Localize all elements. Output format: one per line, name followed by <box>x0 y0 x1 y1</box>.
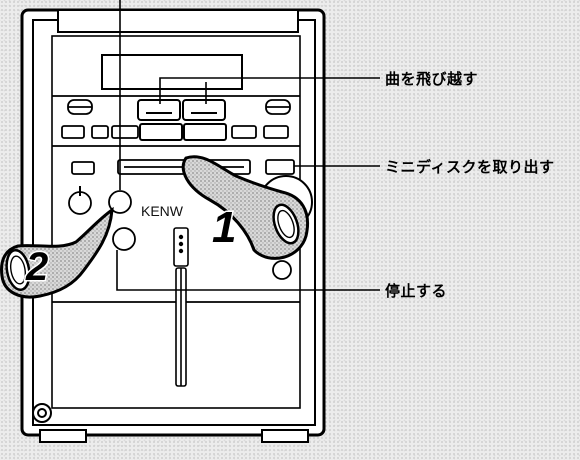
eject-callout: ミニディスクを取り出す <box>385 158 555 176</box>
skip-callout: 曲を飛び越す <box>385 70 479 88</box>
display-window <box>101 54 243 90</box>
leader-lines <box>116 0 380 291</box>
eject-button[interactable] <box>265 159 295 175</box>
skip-buttons[interactable] <box>137 99 227 141</box>
headphone-jack <box>32 403 52 423</box>
stop-callout: 停止する <box>385 282 448 300</box>
brand-label: KENW <box>141 203 184 219</box>
stop-button[interactable] <box>112 227 136 251</box>
skip-back-button[interactable] <box>137 99 181 121</box>
skip-forward-button[interactable] <box>182 99 226 121</box>
control-row-upper <box>52 95 300 147</box>
step-1-number: 1 <box>212 203 236 252</box>
finger-step-2 <box>0 206 114 299</box>
volume-slider[interactable] <box>173 227 189 387</box>
step-2-number: 2 <box>25 245 48 289</box>
finger-step-1 <box>181 155 309 260</box>
